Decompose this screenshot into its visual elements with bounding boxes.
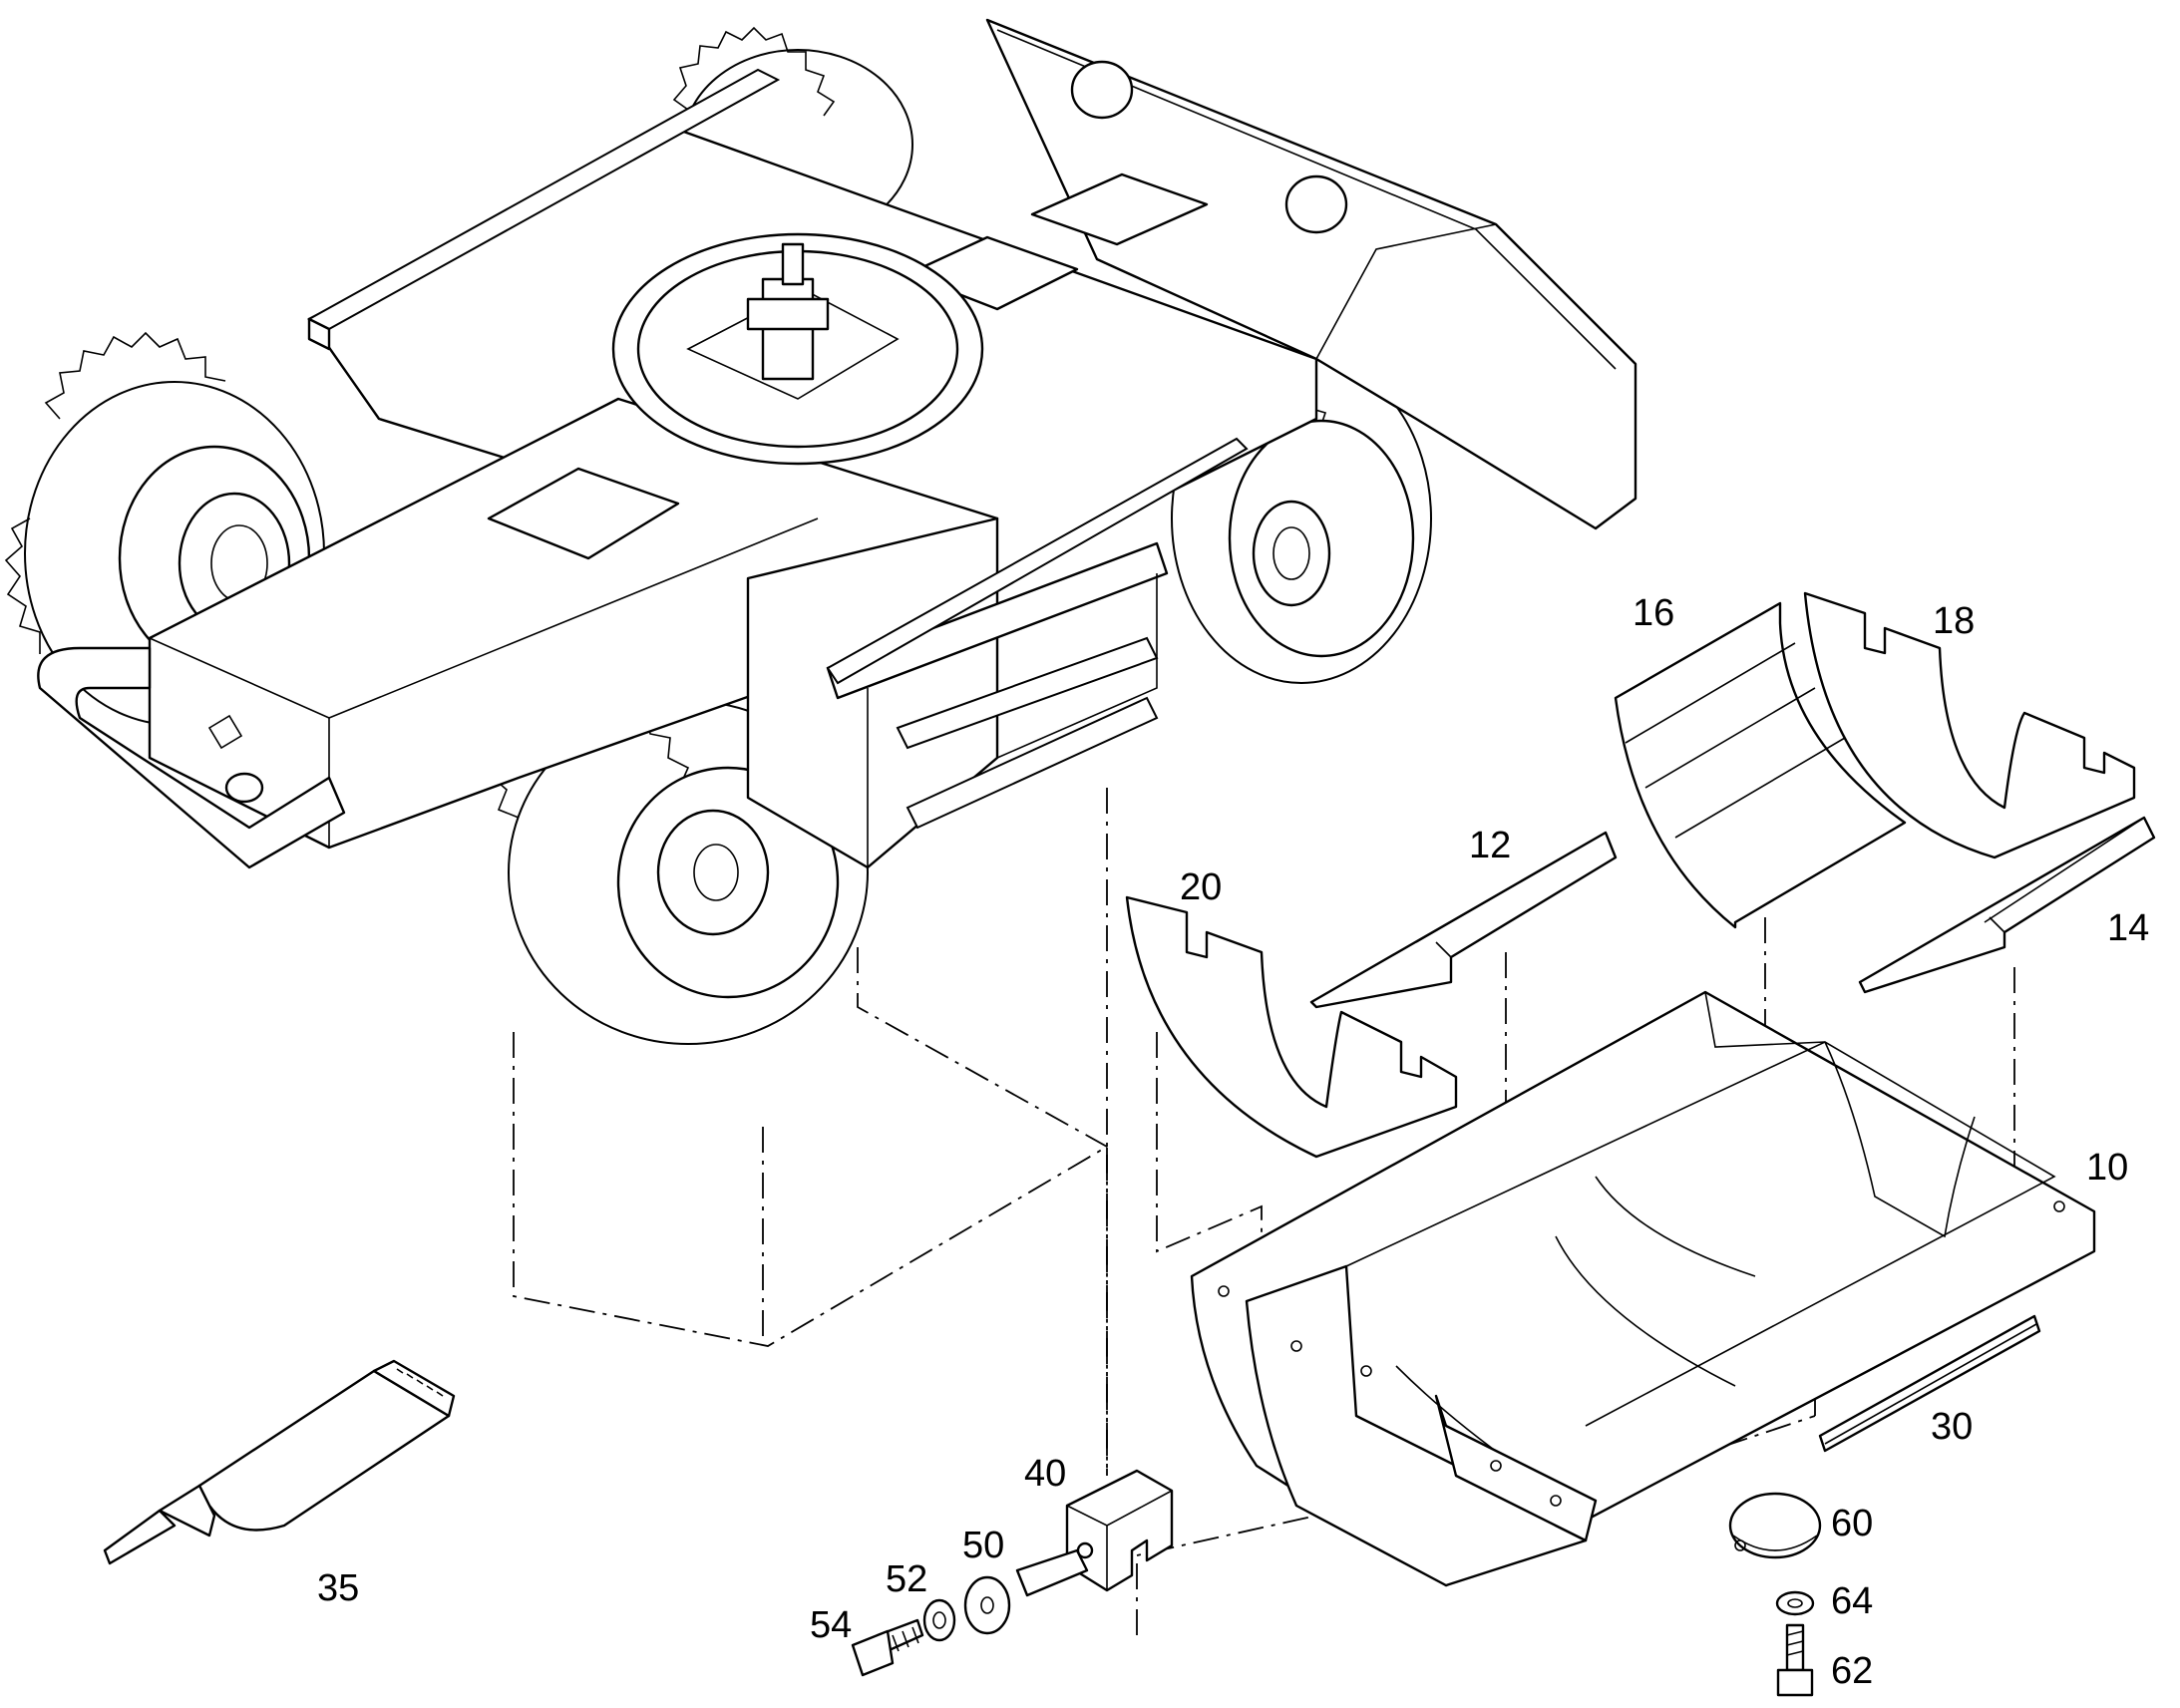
part-60-cover-disc	[1728, 1492, 1822, 1559]
machine-chassis	[4, 18, 1637, 1045]
part-50-pin	[963, 1548, 1089, 1635]
slewing-ring	[611, 232, 984, 466]
part-40-bracket-block	[1065, 1469, 1174, 1592]
step-rear	[306, 68, 781, 351]
callout-18: 18	[1933, 600, 1975, 642]
part-52-washer	[922, 1598, 956, 1642]
dozer-blade	[985, 18, 1637, 530]
callout-20: 20	[1180, 866, 1222, 908]
callout-14: 14	[2107, 907, 2149, 949]
callout-labels: 10 12 14 16 18 20 30 35 40 50 52 54 60 6…	[317, 592, 2149, 1692]
part-62-bolt	[1776, 1623, 1814, 1697]
part-16-center-plate	[1614, 601, 1907, 929]
callout-35: 35	[317, 1567, 359, 1609]
part-20-side-plate	[1125, 895, 1458, 1159]
callout-10: 10	[2086, 1147, 2128, 1189]
part-54-bolt	[851, 1618, 924, 1677]
part-12-wedge-strip	[1309, 831, 1618, 1009]
step-front	[746, 437, 1249, 869]
part-35-grease-tube	[103, 1359, 456, 1565]
callout-12: 12	[1469, 825, 1511, 866]
callout-64: 64	[1831, 1580, 1873, 1622]
callout-16: 16	[1633, 592, 1674, 634]
callout-62: 62	[1831, 1650, 1873, 1692]
part-30-rail	[1818, 1314, 2041, 1453]
callout-30: 30	[1931, 1406, 1973, 1448]
callout-50: 50	[962, 1525, 1004, 1566]
part-10-belly-guard	[1190, 990, 2096, 1587]
part-64-lock-washer	[1775, 1590, 1815, 1616]
part-14-wedge-strip	[1858, 816, 2156, 994]
callout-52: 52	[886, 1558, 927, 1600]
callout-40: 40	[1024, 1453, 1066, 1495]
callout-54: 54	[810, 1604, 852, 1646]
callout-60: 60	[1831, 1503, 1873, 1544]
part-18-side-plate	[1803, 591, 2136, 859]
